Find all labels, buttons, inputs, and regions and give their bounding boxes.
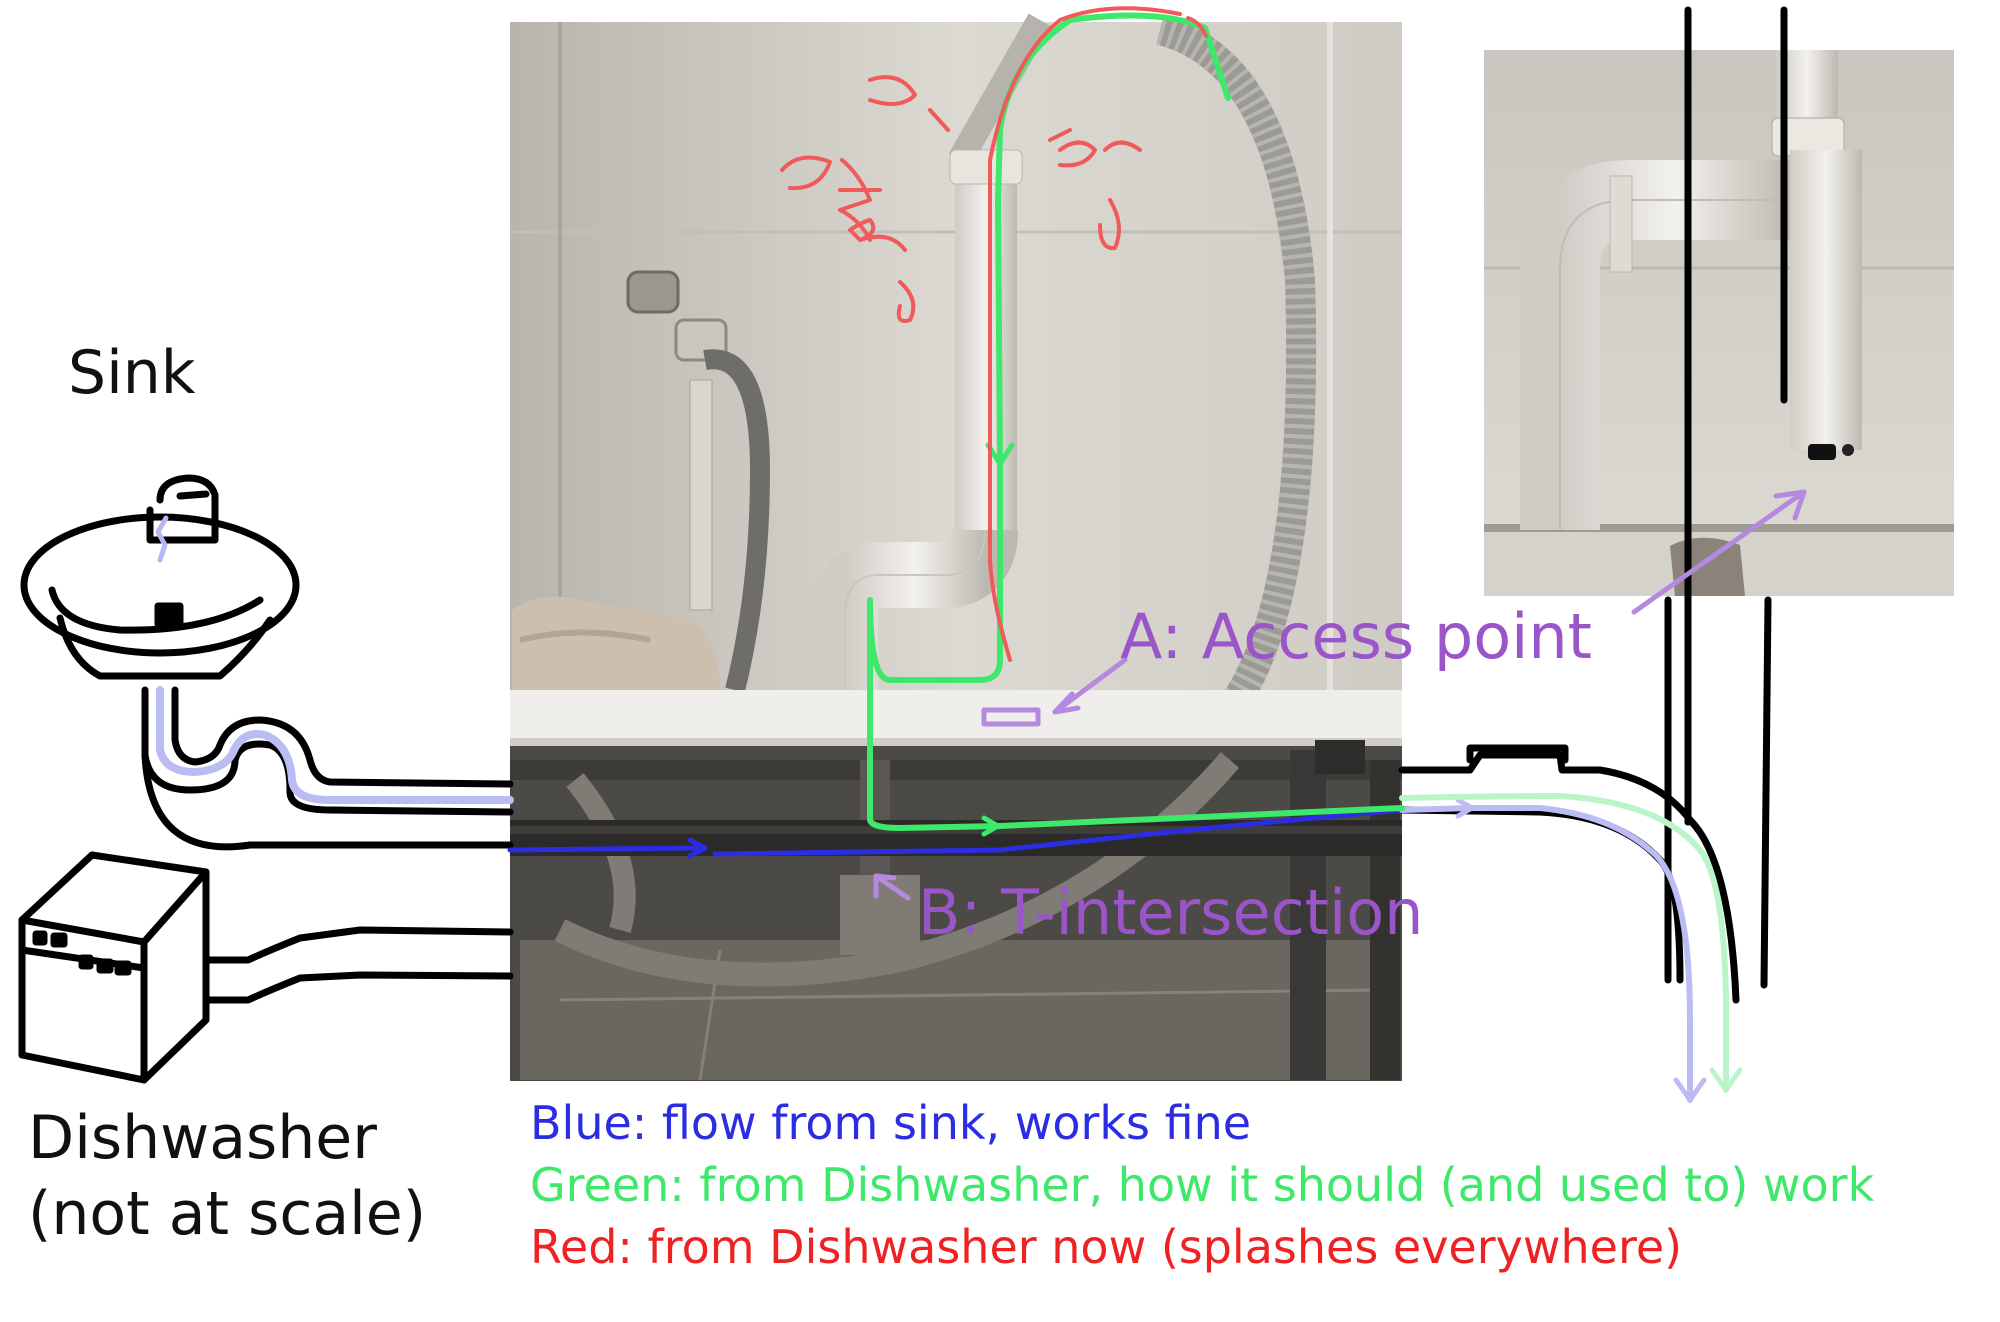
access-point-arrow <box>1052 657 1128 715</box>
t-intersection-label: B: T-intersection <box>918 876 1424 949</box>
dishwasher-label: Dishwasher (not at scale) <box>28 1100 426 1252</box>
access-point-marker <box>981 707 1041 727</box>
dishwasher-icon <box>18 851 514 1084</box>
sketch-lines <box>18 6 1788 1084</box>
red-flow-path <box>780 6 1208 662</box>
sink-icon <box>20 474 514 851</box>
blue-flow-path <box>155 515 1707 1103</box>
legend-blue: Blue: flow from sink, works fine <box>530 1096 1252 1150</box>
legend: Blue: flow from sink, works fine Green: … <box>530 1092 1874 1278</box>
splash-marks <box>780 75 1142 323</box>
access-point-closeup-photo <box>1484 50 1954 596</box>
dishwasher-label-line2: (not at scale) <box>28 1179 427 1249</box>
access-point-label: A: Access point <box>1120 600 1592 673</box>
sink-label: Sink <box>68 338 196 408</box>
dishwasher-label-line1: Dishwasher <box>28 1103 377 1173</box>
annotation-arrows <box>873 489 1807 901</box>
legend-red: Red: from Dishwasher now (splashes every… <box>530 1220 1683 1274</box>
t-intersection-arrow <box>873 873 911 901</box>
legend-green: Green: from Dishwasher, how it should (a… <box>530 1158 1875 1212</box>
access-point-closeup-arrow <box>1631 489 1807 615</box>
